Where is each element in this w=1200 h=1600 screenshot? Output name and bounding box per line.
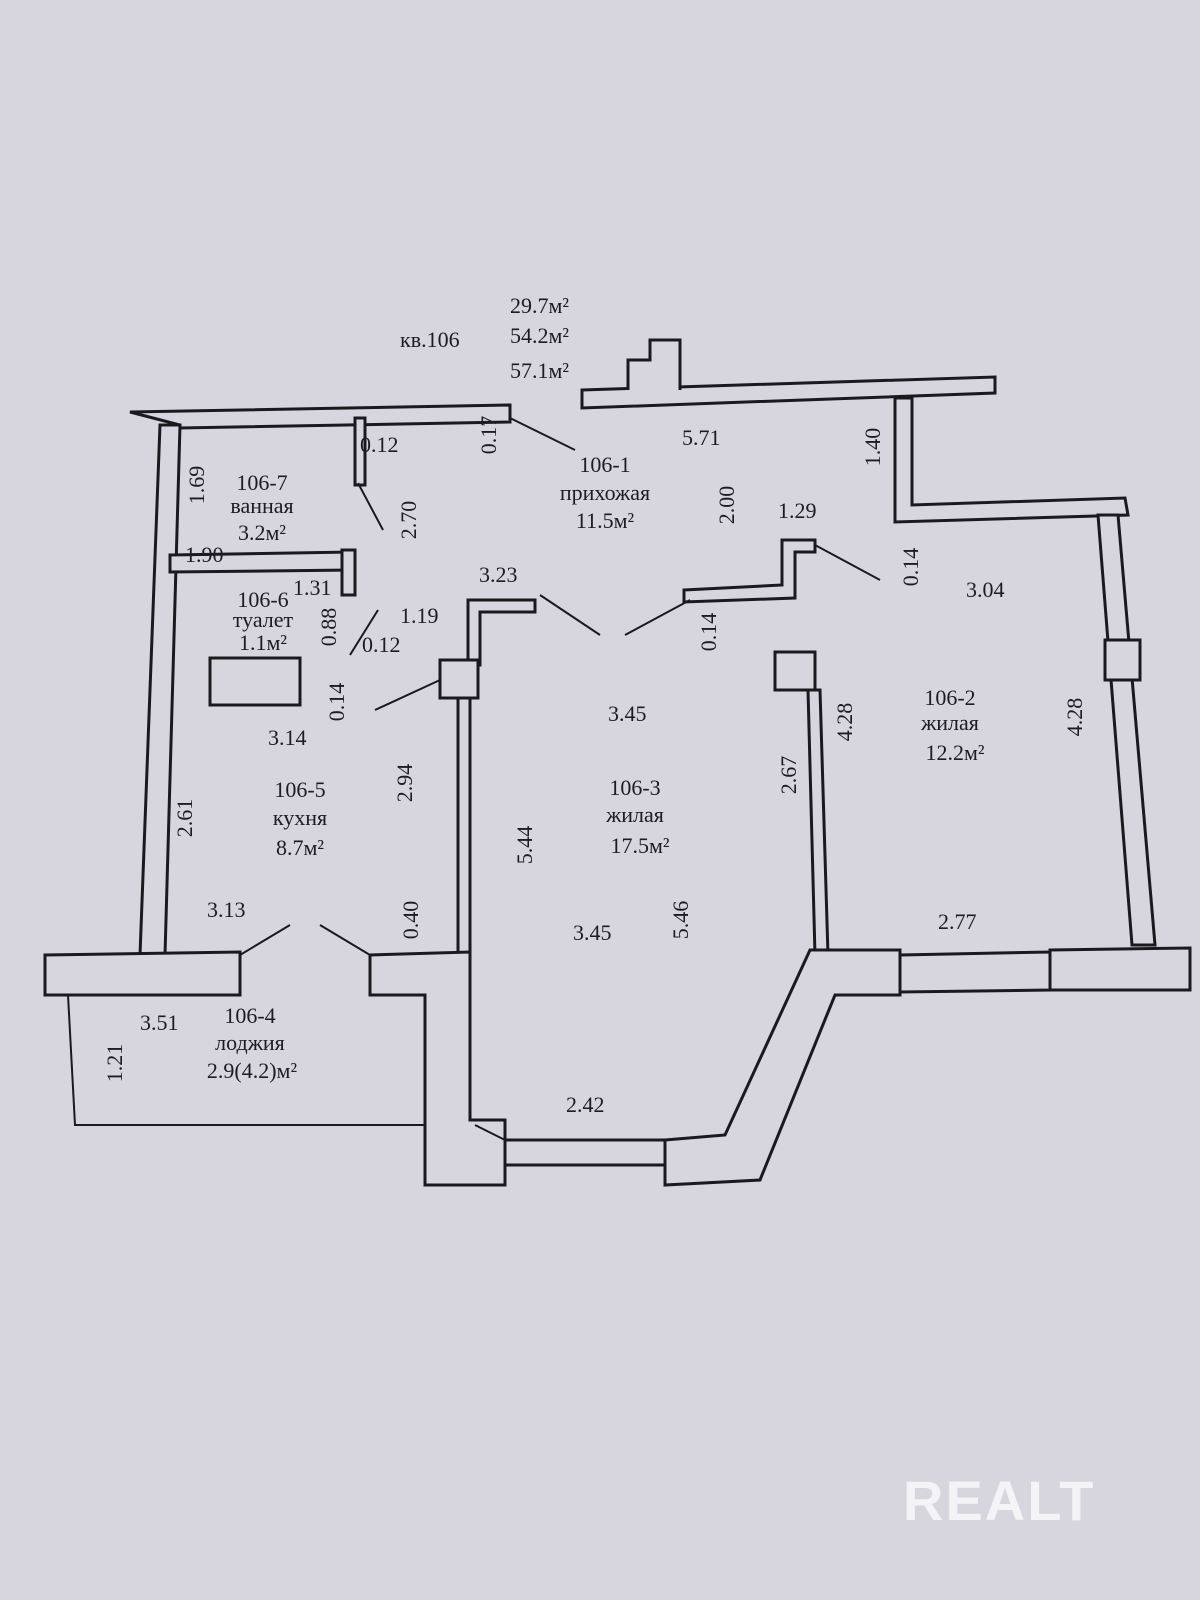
dimension-label: 0.14 bbox=[696, 613, 721, 652]
dimension-label: 1.29 bbox=[778, 498, 817, 523]
room-id: 106-2 bbox=[924, 685, 975, 710]
room-id: 106-7 bbox=[236, 470, 287, 495]
dimension-label: 1.21 bbox=[102, 1044, 127, 1083]
dimension-label: 1.40 bbox=[860, 428, 885, 467]
room-name: прихожая bbox=[560, 480, 650, 505]
room-area: 3.2м² bbox=[238, 520, 286, 545]
room-106-6: 106-6 туалет 1.1м² bbox=[233, 587, 294, 655]
total-area: 54.2м² bbox=[510, 323, 569, 348]
dimension-label: 3.13 bbox=[207, 897, 246, 922]
dimension-label: 2.67 bbox=[776, 756, 801, 795]
room-area: 2.9(4.2)м² bbox=[207, 1058, 298, 1083]
room-id: 106-3 bbox=[609, 775, 660, 800]
room-name: кухня bbox=[273, 805, 327, 830]
dimension-label: 3.45 bbox=[608, 701, 647, 726]
dimension-label: 2.61 bbox=[172, 799, 197, 838]
dimension-label: 2.77 bbox=[938, 909, 977, 934]
room-name: жилая bbox=[605, 802, 664, 827]
dimension-label: 0.17 bbox=[476, 416, 501, 455]
dimension-label: 2.70 bbox=[396, 501, 421, 540]
room-106-4: 106-4 лоджия 2.9(4.2)м² bbox=[207, 1003, 298, 1083]
dimension-label: 3.23 bbox=[479, 562, 518, 587]
dimension-label: 1.69 bbox=[184, 466, 209, 505]
dimension-label: 4.28 bbox=[1062, 698, 1087, 737]
room-id: 106-5 bbox=[274, 777, 325, 802]
dimension-label: 0.88 bbox=[316, 608, 341, 647]
room-name: жилая bbox=[920, 710, 979, 735]
dimension-label: 5.71 bbox=[682, 425, 721, 450]
dimension-label: 3.04 bbox=[966, 577, 1005, 602]
room-area: 8.7м² bbox=[276, 835, 324, 860]
room-area: 12.2м² bbox=[925, 740, 984, 765]
room-id: 106-1 bbox=[579, 452, 630, 477]
dimension-label: 3.51 bbox=[140, 1010, 179, 1035]
room-106-7: 106-7 ванная 3.2м² bbox=[230, 470, 293, 545]
living-area: 29.7м² bbox=[510, 293, 569, 318]
dimension-label: 1.31 bbox=[293, 575, 332, 600]
dimension-label: 5.44 bbox=[512, 826, 537, 865]
dimension-label: 5.46 bbox=[668, 901, 693, 940]
room-106-3: 106-3 жилая 17.5м² bbox=[605, 775, 670, 858]
dimension-label: 2.42 bbox=[566, 1092, 605, 1117]
dimension-label: 0.40 bbox=[398, 901, 423, 940]
dimension-label: 1.19 bbox=[400, 603, 439, 628]
dimension-label: 3.14 bbox=[268, 725, 307, 750]
room-name: туалет bbox=[233, 607, 294, 632]
room-name: лоджия bbox=[215, 1030, 285, 1055]
dimension-label: 0.14 bbox=[324, 683, 349, 722]
room-name: ванная bbox=[230, 493, 293, 518]
dimension-label: 0.12 bbox=[362, 632, 401, 657]
room-area: 11.5м² bbox=[576, 508, 635, 533]
realt-watermark: REALT bbox=[903, 1469, 1096, 1532]
dimensions-horizontal: 0.12 5.71 1.29 1.90 1.31 3.23 1.19 0.12 … bbox=[140, 425, 1005, 1117]
total-with-loggia: 57.1м² bbox=[510, 358, 569, 383]
dimension-label: 4.28 bbox=[832, 703, 857, 742]
room-area: 1.1м² bbox=[239, 630, 287, 655]
dimension-label: 1.90 bbox=[185, 542, 224, 567]
dimension-label: 0.14 bbox=[898, 548, 923, 587]
room-id: 106-6 bbox=[237, 587, 288, 612]
dimension-label: 2.94 bbox=[392, 764, 417, 803]
walls bbox=[43, 338, 1192, 1187]
room-id: 106-4 bbox=[224, 1003, 275, 1028]
room-area: 17.5м² bbox=[610, 833, 669, 858]
room-106-5: 106-5 кухня 8.7м² bbox=[273, 777, 327, 860]
dimension-label: 3.45 bbox=[573, 920, 612, 945]
room-106-2: 106-2 жилая 12.2м² bbox=[920, 685, 985, 765]
dimensions-vertical: 1.69 0.17 2.70 2.00 1.40 0.14 0.88 0.14 … bbox=[102, 416, 1087, 1083]
dimension-label: 2.00 bbox=[714, 486, 739, 525]
dimension-label: 0.12 bbox=[360, 432, 399, 457]
apartment-number: кв.106 bbox=[400, 327, 460, 352]
room-106-1: 106-1 прихожая 11.5м² bbox=[560, 452, 650, 533]
